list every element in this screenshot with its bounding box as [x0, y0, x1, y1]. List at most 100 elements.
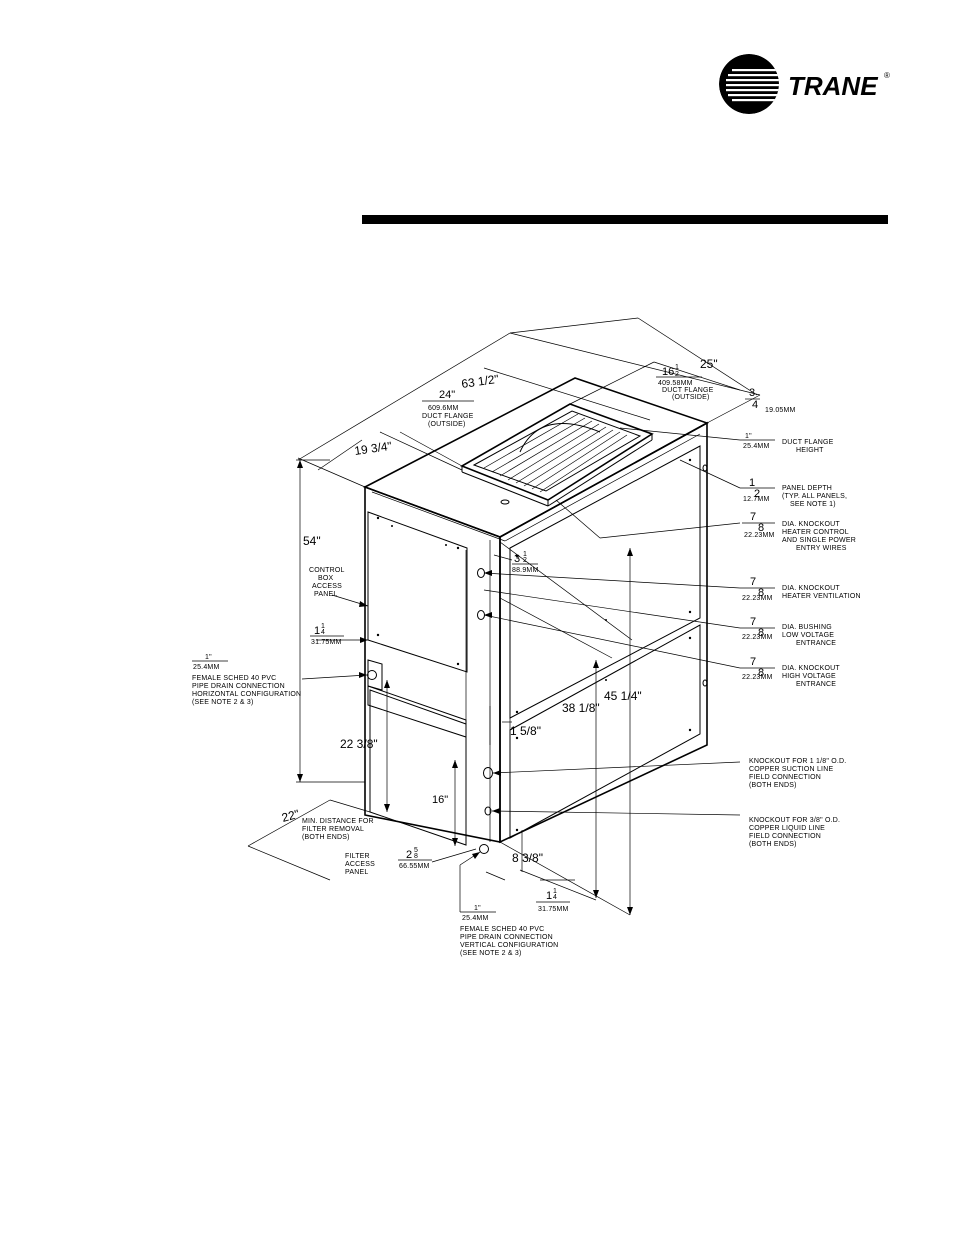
- dim-78c-mm: 22.23MM: [742, 634, 773, 641]
- dim-three-quarter-num: 3: [749, 387, 755, 399]
- suction-t3: FIELD CONNECTION: [749, 774, 821, 781]
- dim-24-t1: DUCT FLANGE: [422, 413, 474, 420]
- top-face: [363, 377, 709, 538]
- dim-312-mm: 88.9MM: [512, 567, 539, 574]
- dim-78b-den: 8: [758, 587, 764, 599]
- dim-1-5-8: 1 5/8": [510, 724, 541, 738]
- suction-t1: KNOCKOUT FOR 1 1/8" O.D.: [749, 758, 846, 765]
- dim-78c-t1: DIA. BUSHING: [782, 624, 832, 631]
- vert-drain-t4: (SEE NOTE 2 & 3): [460, 950, 522, 957]
- vert-drain-t1: FEMALE SCHED 40 PVC: [460, 926, 544, 933]
- control-box-t3: ACCESS: [312, 583, 342, 590]
- dim-78a-t3: AND SINGLE POWER: [782, 537, 856, 544]
- filter-t3: PANEL: [345, 869, 368, 876]
- dim-16-num: 1: [675, 364, 679, 371]
- dim-half-den: 2: [754, 488, 760, 500]
- dim-78a-t4: ENTRY WIRES: [796, 545, 847, 552]
- blower-housing: [519, 423, 601, 453]
- dim-114b-mm: 31.75MM: [538, 906, 569, 913]
- top-edge-inner: [371, 491, 506, 542]
- vert-drain-t3: VERTICAL CONFIGURATION: [460, 942, 558, 949]
- dim-78a-t2: HEATER CONTROL: [782, 529, 849, 536]
- horiz-drain-conn: [367, 670, 377, 680]
- dim-54: 54": [303, 534, 321, 548]
- horiz-drain-plate: [367, 659, 383, 691]
- vert-drain-conn: [479, 844, 489, 854]
- knockout-heater-vent: [477, 568, 485, 578]
- dim-1-left-mm: 25.4MM: [193, 664, 220, 671]
- dim-1-top-t1: DUCT FLANGE: [782, 439, 834, 446]
- dim-78c-num: 7: [750, 616, 756, 628]
- dim-24: 24": [439, 389, 455, 401]
- dim-1-top-t2: HEIGHT: [796, 447, 824, 454]
- dim-19-three-quarter: 19 3/4": [353, 439, 392, 458]
- dim-258-whole: 2: [406, 849, 412, 861]
- dim-half-t1: PANEL DEPTH: [782, 485, 832, 492]
- control-box-t2: BOX: [318, 575, 334, 582]
- liquid-t3: FIELD CONNECTION: [749, 833, 821, 840]
- dim-16-in: 16": [432, 794, 448, 806]
- knockout-suction: [483, 767, 493, 779]
- dim-24-mm: 609.6MM: [428, 405, 459, 412]
- dim-78c-den: 8: [758, 627, 764, 639]
- dim-three-quarter-mm: 19.05MM: [765, 407, 796, 414]
- dim-114b-den: 4: [553, 894, 557, 901]
- brand-name: TRANE: [788, 71, 878, 101]
- suction-t2: COPPER SUCTION LINE: [749, 766, 833, 773]
- dim-1-bot-mm: 25.4MM: [462, 915, 489, 922]
- dim-114b-whole: 1: [546, 890, 552, 902]
- filter-panel: [369, 689, 467, 846]
- side-lower-panel: [509, 624, 701, 839]
- liquid-t4: (BOTH ENDS): [749, 841, 797, 848]
- dimension-labels: 63 1/2" 25" 3 4 19.05MM 16 1 2 409.58MM …: [192, 357, 861, 957]
- dim-78a-num: 7: [750, 511, 756, 523]
- dim-78b-t1: DIA. KNOCKOUT: [782, 585, 840, 592]
- knockout-liquid: [484, 806, 492, 816]
- dim-114b-num: 1: [553, 888, 557, 895]
- horiz-drain-t1: FEMALE SCHED 40 PVC: [192, 675, 276, 682]
- dim-78a-mm: 22.23MM: [744, 532, 775, 539]
- dim-78d-t2: HIGH VOLTAGE: [782, 673, 836, 680]
- dim-312-whole: 3: [514, 553, 520, 565]
- dim-78b-t2: HEATER VENTILATION: [782, 593, 861, 600]
- knockout-high-voltage: [477, 610, 485, 620]
- dim-78a-den: 8: [758, 522, 764, 534]
- dim-78d-t1: DIA. KNOCKOUT: [782, 665, 840, 672]
- dim-78d-mm: 22.23MM: [742, 674, 773, 681]
- dim-78b-num: 7: [750, 576, 756, 588]
- leader-lines: [301, 427, 741, 912]
- front-face: [364, 485, 501, 843]
- trane-logo: TRANE ®: [719, 54, 890, 114]
- dim-114a-den: 4: [321, 629, 325, 636]
- dim-312-num: 1: [523, 551, 527, 558]
- vert-drain-t2: PIPE DRAIN CONNECTION: [460, 934, 553, 941]
- dim-78b-mm: 22.23MM: [742, 595, 773, 602]
- dim-258-den: 8: [414, 853, 418, 860]
- control-box-t4: PANEL: [314, 591, 337, 598]
- dim-258-mm: 66.55MM: [399, 863, 430, 870]
- filter-t2: ACCESS: [345, 861, 375, 868]
- dim-22-min: 22": [280, 807, 301, 825]
- flange-outer: [460, 403, 654, 501]
- dim-114a-mm: 31.75MM: [311, 639, 342, 646]
- dim-half-t3: SEE NOTE 1): [790, 501, 836, 508]
- arrowheads: [297, 460, 633, 915]
- top-edge-inner: [504, 433, 701, 542]
- filter-t1: FILTER: [345, 853, 370, 860]
- dim-1-bot: 1": [474, 905, 481, 912]
- liquid-t2: COPPER LIQUID LINE: [749, 825, 825, 832]
- dim-half-num: 1: [749, 477, 755, 489]
- top-knockout: [500, 499, 510, 505]
- dimension-lines: [247, 317, 761, 916]
- side-hole: [702, 679, 708, 687]
- dim-16-den: 2: [675, 371, 679, 378]
- dim-78a-t1: DIA. KNOCKOUT: [782, 521, 840, 528]
- dim-16-mm: 409.58MM: [658, 380, 693, 387]
- dim-63-half: 63 1/2": [460, 372, 499, 391]
- dim-78d-den: 8: [758, 667, 764, 679]
- dim-1-left: 1": [205, 654, 212, 661]
- dim-114a-num: 1: [321, 623, 325, 630]
- dim-22-t1: MIN. DISTANCE FOR: [302, 818, 374, 825]
- dim-16-t2: (OUTSIDE): [672, 394, 710, 401]
